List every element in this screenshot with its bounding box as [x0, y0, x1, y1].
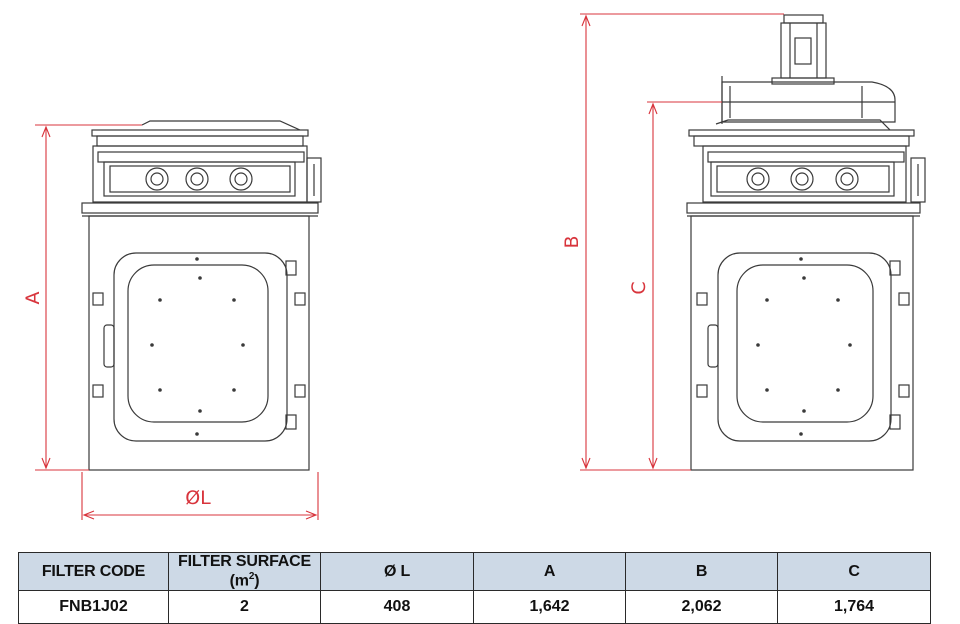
left-door-bolts: [150, 257, 245, 436]
dimension-label-b: B: [561, 235, 583, 248]
right-door-bolts: [756, 257, 852, 436]
cell-a: 1,642: [473, 590, 626, 624]
cell-c: 1,764: [777, 590, 931, 624]
technical-drawing: A ØL: [22, 13, 926, 520]
dimension-label-a: A: [22, 292, 44, 305]
header-b: B: [625, 551, 778, 592]
header-filter-surface: FILTER SURFACE (m2): [168, 551, 321, 592]
header-filter-surface-prefix: FILTER SURFACE (m: [178, 553, 311, 590]
header-c: C: [777, 551, 931, 592]
dimension-c: [647, 101, 722, 470]
header-l: Ø L: [320, 551, 474, 592]
table-header-row: FILTER CODE FILTER SURFACE (m2) Ø L A B …: [18, 551, 931, 592]
header-filter-code: FILTER CODE: [18, 551, 169, 592]
dimension-label-c: C: [628, 281, 650, 294]
header-a: A: [473, 551, 626, 592]
cell-l: 408: [320, 590, 474, 624]
right-unit-view: [686, 14, 926, 471]
dimension-b: [580, 13, 784, 471]
cell-filter-surface: 2: [168, 590, 321, 624]
specification-table: FILTER CODE FILTER SURFACE (m2) Ø L A B …: [18, 551, 931, 624]
header-filter-surface-suffix: ): [254, 572, 260, 590]
cell-filter-code: FNB1J02: [18, 590, 169, 624]
left-unit-view: [81, 120, 322, 471]
dimension-a: [35, 124, 142, 471]
header-filter-surface-sup: 2: [248, 571, 255, 582]
dimension-l: [81, 472, 319, 520]
cell-b: 2,062: [625, 590, 778, 624]
table-row: FNB1J02 2 408 1,642 2,062 1,764: [18, 590, 931, 624]
dimension-label-l: ØL: [185, 487, 211, 509]
